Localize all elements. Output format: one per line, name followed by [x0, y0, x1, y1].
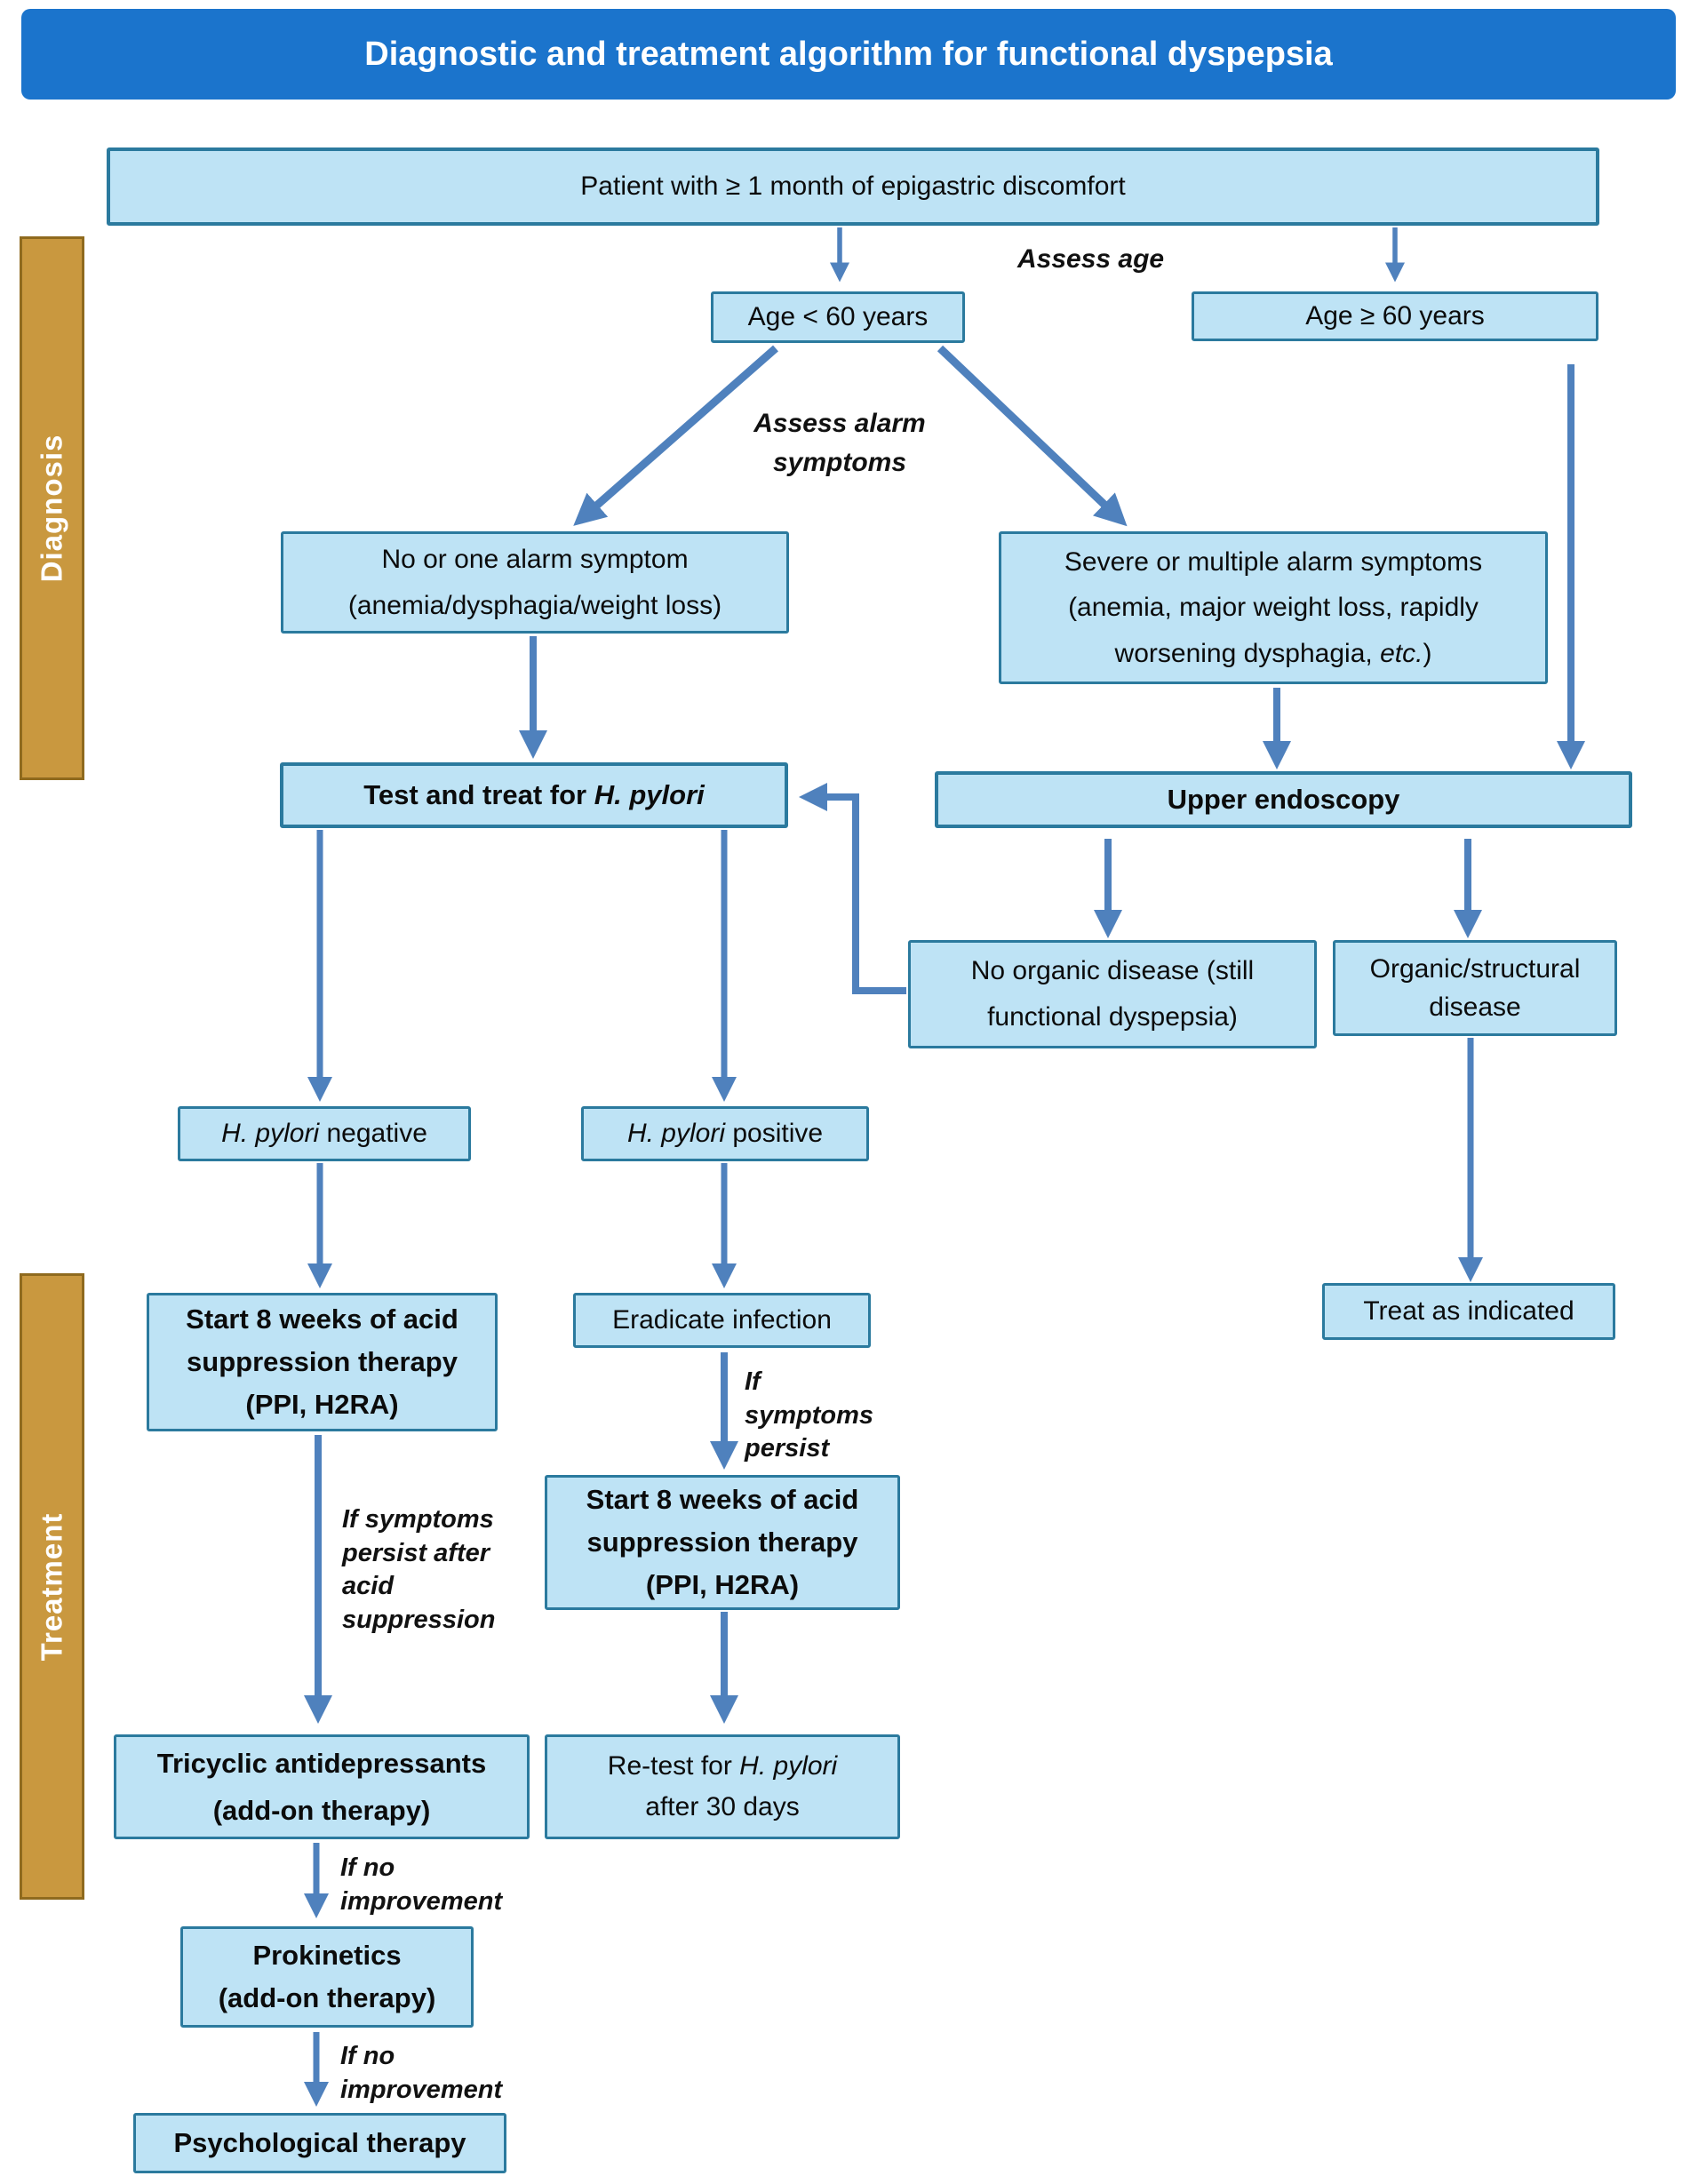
- node-acid-suppression-left: Start 8 weeks of acid suppression therap…: [147, 1293, 498, 1431]
- node-no-organic-disease: No organic disease (still functional dys…: [908, 940, 1317, 1048]
- node-patient: Patient with ≥ 1 month of epigastric dis…: [107, 147, 1599, 226]
- node-age-lt-60-text: Age < 60 years: [747, 301, 929, 331]
- label-if-persist-acid: If symptoms persist after acid suppressi…: [342, 1505, 496, 1635]
- node-severe-alarm: Severe or multiple alarm symptoms (anemi…: [999, 531, 1548, 684]
- node-hp-positive: H. pylori positive: [581, 1106, 869, 1161]
- section-bar-treatment: Treatment: [20, 1273, 84, 1900]
- node-age-ge-60-text: Age ≥ 60 years: [1305, 300, 1485, 331]
- node-eradicate-infection: Eradicate infection: [573, 1293, 871, 1348]
- node-patient-text: Patient with ≥ 1 month of epigastric dis…: [580, 171, 1126, 201]
- node-no-one-alarm: No or one alarm symptom (anemia/dysphagi…: [281, 531, 789, 634]
- node-acid-suppression-right: Start 8 weeks of acid suppression therap…: [545, 1475, 900, 1610]
- node-tricyclic: Tricyclic antidepressants (add-on therap…: [114, 1734, 530, 1839]
- node-prokinetics: Prokinetics (add-on therapy): [180, 1926, 474, 2028]
- node-age-lt-60: Age < 60 years: [711, 291, 965, 343]
- node-retest-hpylori: Re-test for H. pylori after 30 days: [545, 1734, 900, 1839]
- section-label-diagnosis: Diagnosis: [35, 434, 68, 583]
- node-treat-as-indicated-text: Treat as indicated: [1363, 1295, 1574, 1326]
- node-psychological-therapy-text: Psychological therapy: [173, 2127, 466, 2159]
- label-assess-alarm: Assess alarm symptoms: [753, 409, 926, 477]
- node-upper-endoscopy: Upper endoscopy: [935, 771, 1632, 828]
- section-label-treatment: Treatment: [35, 1512, 68, 1661]
- node-test-treat-hpylori: Test and treat for H. pylori: [280, 762, 788, 828]
- label-assess-age: Assess age: [1017, 244, 1165, 274]
- node-age-ge-60: Age ≥ 60 years: [1192, 291, 1598, 341]
- arrow-no-organic-to-test: [799, 783, 906, 994]
- node-psychological-therapy: Psychological therapy: [133, 2113, 506, 2173]
- arrow-age-to-severe-alarm: [937, 345, 1128, 527]
- node-eradicate-infection-text: Eradicate infection: [612, 1304, 832, 1335]
- title-bar: Diagnostic and treatment algorithm for f…: [21, 9, 1676, 100]
- label-if-persist: If symptoms persist: [745, 1367, 874, 1463]
- node-hp-negative: H. pylori negative: [178, 1106, 471, 1161]
- node-upper-endoscopy-text: Upper endoscopy: [1167, 784, 1400, 816]
- label-if-no-improvement-2: If no improvement: [340, 2042, 503, 2104]
- page-title: Diagnostic and treatment algorithm for f…: [364, 35, 1333, 73]
- section-bar-diagnosis: Diagnosis: [20, 236, 84, 780]
- node-organic-disease: Organic/structural disease: [1333, 940, 1617, 1036]
- node-treat-as-indicated: Treat as indicated: [1322, 1283, 1615, 1340]
- label-if-no-improvement-1: If no improvement: [340, 1853, 503, 1916]
- arrow-age-to-no-one-alarm: [573, 345, 778, 526]
